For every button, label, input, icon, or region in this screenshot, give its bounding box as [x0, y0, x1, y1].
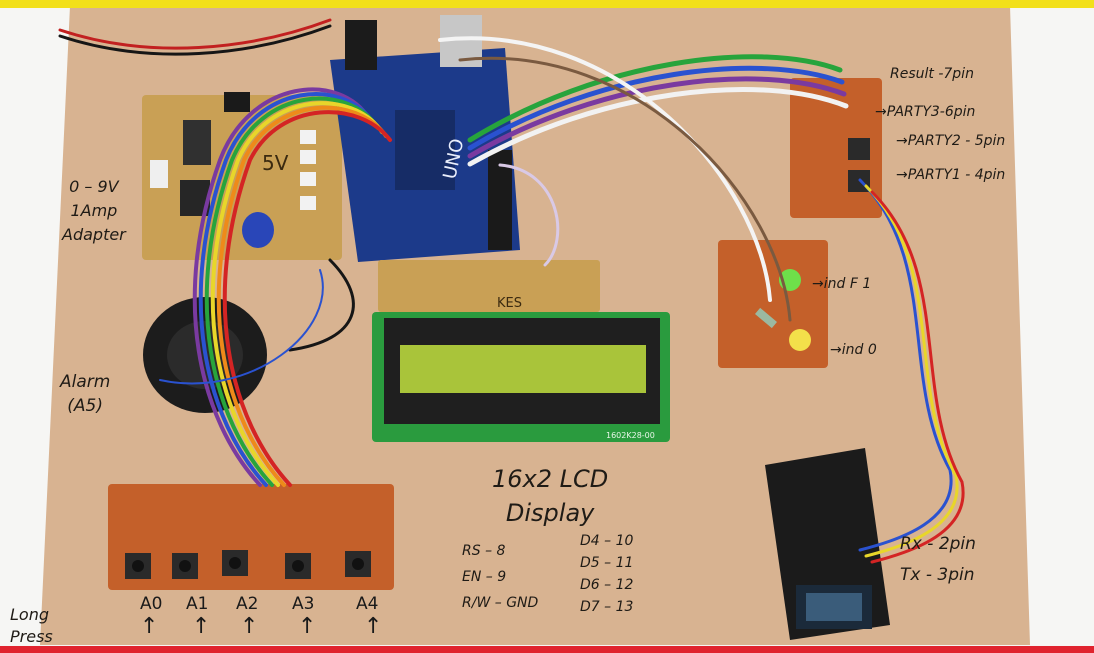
adapter-label: 0 – 9V 1Amp Adapter	[62, 175, 126, 247]
power-supply-board: 5V	[142, 92, 342, 260]
long-press-line: Long	[10, 605, 49, 624]
tx-label: Tx - 3pin	[900, 565, 975, 585]
wires	[58, 18, 965, 564]
jumper	[300, 196, 316, 210]
power-wire-red	[58, 18, 332, 50]
party1-label: →PARTY1 - 4pin	[896, 167, 1006, 183]
jumper	[300, 172, 316, 186]
party2-label: →PARTY2 - 5pin	[896, 133, 1006, 149]
arduino-board: UNO	[330, 15, 520, 262]
push-button-a0	[125, 553, 151, 579]
regulator-top	[224, 92, 250, 112]
push-button-a3	[285, 553, 311, 579]
up-arrow-icon: ↑	[140, 614, 159, 639]
power-jack	[150, 160, 168, 188]
led-board	[718, 240, 828, 368]
alarm-label-line: Alarm	[60, 372, 111, 392]
button-label-a1: A1	[186, 594, 209, 614]
regulator	[183, 120, 211, 165]
button-label-a4: A4	[356, 594, 379, 614]
lcd-adapter-board: KES	[378, 260, 600, 312]
pin-map-entry: D5 – 11	[580, 555, 634, 571]
led-perfboard	[718, 240, 828, 368]
pin-map-entry: D4 – 10	[580, 533, 634, 549]
resistor	[755, 307, 777, 329]
push-button-a4	[345, 551, 371, 577]
bottom-band	[0, 646, 1094, 653]
lcd-label-line: Display	[505, 499, 595, 527]
fingerprint-sensor	[765, 448, 890, 640]
button-label-a2: A2	[236, 594, 259, 614]
lcd-screen	[400, 345, 646, 393]
chip	[395, 110, 455, 190]
party-button	[848, 138, 870, 160]
power-wire-black	[58, 24, 332, 56]
up-arrow-icon: ↑	[192, 614, 211, 639]
party3-label: →PARTY3-6pin	[875, 104, 976, 120]
indicator2-label: →ind 0	[830, 342, 877, 358]
pin-map-entry: EN – 9	[462, 569, 507, 585]
adapter-pcb	[378, 260, 600, 312]
up-arrow-icon: ↑	[364, 614, 383, 639]
button-label-a0: A0	[140, 594, 163, 614]
up-arrow-icon: ↑	[298, 614, 317, 639]
lcd-module: 1602K28-00	[372, 312, 670, 442]
pin-map-entry: R/W – GND	[462, 595, 539, 611]
push-button-a2	[222, 550, 248, 576]
rx-label: Rx - 2pin	[900, 534, 976, 554]
pin-map-entry: D7 – 13	[580, 599, 634, 615]
adapter-label-line: Adapter	[62, 225, 126, 244]
kes-silk: KES	[497, 296, 522, 311]
push-button-a1	[172, 553, 198, 579]
lcd-label-line: 16x2 LCD	[492, 465, 609, 493]
indicator1-label: →ind F 1	[812, 276, 872, 292]
sensor-glass	[806, 593, 862, 621]
pin-map-entry: RS – 8	[462, 543, 506, 559]
party-board	[790, 78, 882, 218]
lcd-silk: 1602K28-00	[606, 431, 655, 440]
result-label: Result -7pin	[890, 66, 974, 82]
jumper	[300, 150, 316, 164]
button-label-a3: A3	[292, 594, 315, 614]
dc-jack	[345, 20, 377, 70]
adapter-label-line: 0 – 9V	[69, 177, 119, 196]
button-board	[108, 484, 394, 590]
top-band	[0, 0, 1094, 8]
adapter-label-line: 1Amp	[70, 201, 118, 220]
pin-map-entry: D6 – 12	[580, 577, 634, 593]
psu-silk: 5V	[262, 151, 289, 175]
pin-map-right: D4 – 10 D5 – 11 D6 – 12 D7 – 13	[580, 530, 633, 618]
up-arrow-icon: ↑	[240, 614, 259, 639]
jumper	[300, 130, 316, 144]
lcd-label: 16x2 LCD Display	[492, 462, 608, 530]
alarm-label: Alarm (A5)	[60, 370, 110, 418]
long-press-line: Press	[10, 627, 53, 646]
alarm-label-line: (A5)	[67, 396, 104, 416]
capacitor	[242, 212, 274, 248]
long-press-label: Long Press	[10, 604, 53, 648]
yellow-led	[789, 329, 811, 351]
pin-map-left: RS – 8 EN – 9 R/W – GND	[462, 538, 538, 616]
